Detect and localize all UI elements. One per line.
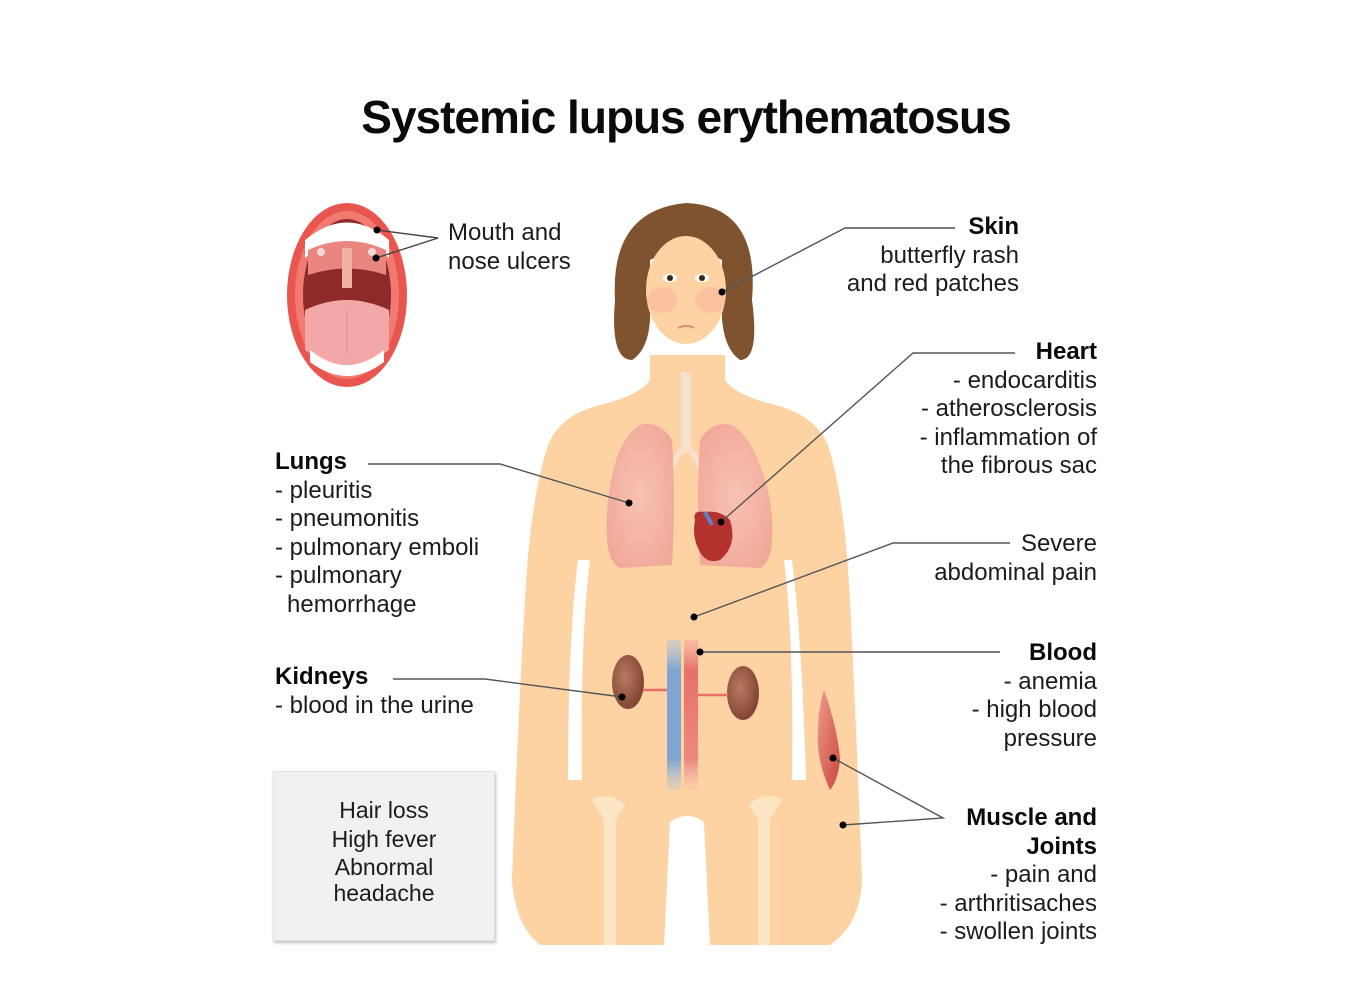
symptom-item: headache xyxy=(333,880,435,906)
label-line: - anemia xyxy=(1003,667,1097,695)
label-line: - swollen joints xyxy=(939,918,1097,945)
label-line: - blood in the urine xyxy=(275,691,474,719)
label-line: butterfly rash xyxy=(880,241,1019,269)
leader-dots xyxy=(618,288,847,829)
label-line: hemorrhage xyxy=(287,590,417,618)
label-heading: Joints xyxy=(1026,832,1097,860)
body-silhouette xyxy=(512,203,862,945)
symptom-item: Hair loss xyxy=(339,797,429,823)
label-line: nose ulcers xyxy=(448,247,571,275)
mouth-illustration xyxy=(287,203,439,387)
label-line: - pleuritis xyxy=(275,476,373,504)
label-line: abdominal pain xyxy=(934,558,1097,586)
symptom-item: Abnormal xyxy=(334,854,434,880)
label-line: - arthritisaches xyxy=(939,889,1097,917)
label-mouth-ulcers: Mouth and nose ulcers xyxy=(448,219,571,276)
symptom-item: High fever xyxy=(331,826,437,852)
label-line: pressure xyxy=(1003,724,1097,752)
label-line: - pneumonitis xyxy=(275,505,420,532)
label-muscle-joints: Muscle and Joints - pain and - arthritis… xyxy=(940,804,1097,947)
label-line: - pain and xyxy=(990,861,1097,888)
label-line: - pulmonary xyxy=(275,562,402,589)
label-heart: Heart - endocarditis - atherosclerosis -… xyxy=(920,338,1097,481)
general-symptoms-box: Hair loss High fever Abnormal headache xyxy=(273,771,495,941)
label-heading: Muscle and xyxy=(966,804,1097,831)
label-line: Mouth and xyxy=(448,219,562,246)
label-skin: Skin butterfly rash and red patches xyxy=(847,213,1019,299)
label-line: Severe xyxy=(1020,530,1097,557)
label-heading: Skin xyxy=(968,213,1019,240)
label-heading: Lungs xyxy=(275,448,347,475)
label-line: - high blood xyxy=(971,696,1097,723)
label-line: and red patches xyxy=(846,270,1019,297)
label-line: - pulmonary emboli xyxy=(275,533,480,561)
label-lungs: Lungs - pleuritis - pneumonitis - pulmon… xyxy=(275,448,479,619)
label-heading: Kidneys xyxy=(275,663,369,690)
page-title: Systemic lupus erythematosus xyxy=(361,91,1011,143)
label-kidneys: Kidneys - blood in the urine xyxy=(275,663,474,720)
label-line: the fibrous sac xyxy=(940,452,1097,479)
label-heading: Heart xyxy=(1035,338,1097,365)
label-heading: Blood xyxy=(1029,639,1097,666)
label-line: - endocarditis xyxy=(952,366,1097,394)
label-abdominal-pain: Severe abdominal pain xyxy=(934,530,1097,587)
leader-lines xyxy=(368,227,1015,826)
label-blood: Blood - anemia - high blood pressure xyxy=(972,639,1097,753)
label-line: - atherosclerosis xyxy=(920,395,1097,422)
label-line: - inflammation of xyxy=(919,423,1097,451)
